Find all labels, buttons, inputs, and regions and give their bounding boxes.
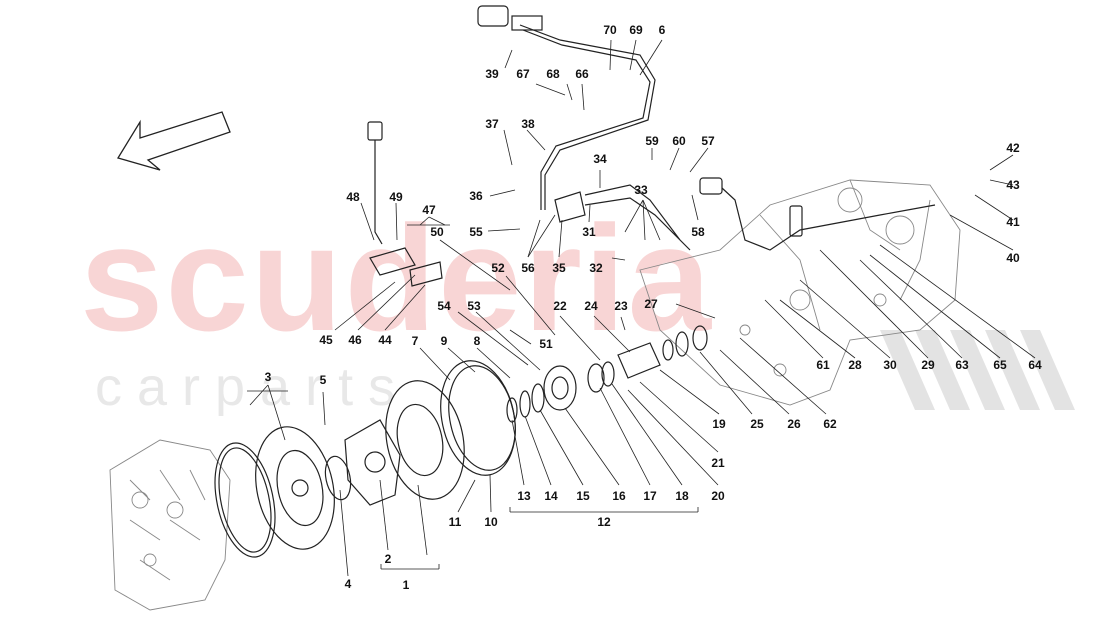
callout-55[interactable]: 55	[469, 225, 483, 239]
callout-37[interactable]: 37	[485, 117, 499, 131]
callout-38[interactable]: 38	[521, 117, 535, 131]
callout-34[interactable]: 34	[593, 152, 607, 166]
callout-11[interactable]: 11	[449, 515, 462, 529]
callout-8[interactable]: 8	[474, 334, 481, 348]
flywheel	[255, 426, 335, 550]
release-bearing	[543, 365, 577, 411]
callout-54[interactable]: 54	[437, 299, 451, 313]
slave-cylinder	[587, 325, 708, 393]
callout-3[interactable]: 3	[265, 370, 272, 384]
clutch-disc	[344, 419, 401, 506]
callout-67[interactable]: 67	[516, 67, 530, 81]
callout-47[interactable]: 47	[422, 203, 436, 217]
callout-40[interactable]: 40	[1006, 251, 1020, 265]
callout-29[interactable]: 29	[921, 358, 935, 372]
callout-52[interactable]: 52	[491, 261, 505, 275]
callout-18[interactable]: 18	[675, 489, 689, 503]
callout-16[interactable]: 16	[612, 489, 626, 503]
callout-21[interactable]: 21	[711, 456, 725, 470]
pressure-plate	[385, 380, 465, 500]
callout-49[interactable]: 49	[389, 190, 403, 204]
callout-19[interactable]: 19	[712, 417, 726, 431]
callout-66[interactable]: 66	[575, 67, 589, 81]
clutch-hub-plate	[324, 455, 352, 501]
callout-58[interactable]: 58	[691, 225, 705, 239]
callout-64[interactable]: 64	[1028, 358, 1042, 372]
callout-39[interactable]: 39	[485, 67, 499, 81]
callout-17[interactable]: 17	[643, 489, 657, 503]
callout-69[interactable]: 69	[629, 23, 643, 37]
callout-10[interactable]: 10	[484, 515, 498, 529]
callout-45[interactable]: 45	[319, 333, 333, 347]
callout-68[interactable]: 68	[546, 67, 560, 81]
callout-20[interactable]: 20	[711, 489, 725, 503]
callout-46[interactable]: 46	[348, 333, 362, 347]
callout-35[interactable]: 35	[552, 261, 566, 275]
callout-65[interactable]: 65	[993, 358, 1007, 372]
callout-70[interactable]: 70	[603, 23, 617, 37]
callout-60[interactable]: 60	[672, 134, 686, 148]
callout-13[interactable]: 13	[517, 489, 531, 503]
callout-22[interactable]: 22	[553, 299, 567, 313]
callout-6[interactable]: 6	[659, 23, 666, 37]
gearbox-housing	[639, 179, 961, 406]
callout-62[interactable]: 62	[823, 417, 837, 431]
callout-15[interactable]: 15	[576, 489, 590, 503]
callout-61[interactable]: 61	[816, 358, 830, 372]
callout-25[interactable]: 25	[750, 417, 764, 431]
callout-63[interactable]: 63	[955, 358, 969, 372]
callout-23[interactable]: 23	[614, 299, 628, 313]
callout-9[interactable]: 9	[441, 334, 448, 348]
callout-43[interactable]: 43	[1006, 178, 1020, 192]
callout-27[interactable]: 27	[644, 297, 658, 311]
leader-lines	[247, 39, 1036, 577]
callout-28[interactable]: 28	[848, 358, 862, 372]
speed-sensor-wire	[699, 177, 936, 251]
callout-56[interactable]: 56	[521, 261, 535, 275]
callout-26[interactable]: 26	[787, 417, 801, 431]
callout-31[interactable]: 31	[582, 225, 596, 239]
callout-42[interactable]: 42	[1006, 141, 1020, 155]
direction-arrow-icon	[116, 111, 231, 171]
callout-12[interactable]: 12	[597, 515, 611, 529]
clutch-housing-ring-gear	[440, 360, 516, 476]
callout-57[interactable]: 57	[701, 134, 715, 148]
callout-4[interactable]: 4	[345, 577, 352, 591]
callout-32[interactable]: 32	[589, 261, 603, 275]
engine-block	[109, 439, 231, 611]
watermark-sub: c a r p a r t s	[95, 357, 395, 417]
callout-2[interactable]: 2	[385, 552, 392, 566]
watermark-brand: scuderia	[80, 194, 713, 362]
watermark: scuderia c a r p a r t s	[80, 194, 1075, 417]
callout-5[interactable]: 5	[320, 373, 327, 387]
callout-30[interactable]: 30	[883, 358, 897, 372]
callout-1[interactable]: 1	[403, 578, 410, 592]
callout-41[interactable]: 41	[1006, 215, 1020, 229]
callout-50[interactable]: 50	[430, 225, 444, 239]
callout-labels: 1 2 3 4 5 6 7 8 9 10 11 12 13 14 15 16 1…	[265, 23, 1042, 592]
sensor-wire	[367, 121, 443, 287]
bracket-block	[554, 184, 691, 251]
hydraulic-hose	[477, 5, 656, 210]
callout-48[interactable]: 48	[346, 190, 360, 204]
callout-59[interactable]: 59	[645, 134, 659, 148]
callout-33[interactable]: 33	[634, 183, 648, 197]
callout-44[interactable]: 44	[378, 333, 392, 347]
callout-36[interactable]: 36	[469, 189, 483, 203]
watermark-stripes-icon	[880, 330, 1075, 410]
callout-14[interactable]: 14	[544, 489, 558, 503]
ring-gear	[214, 442, 276, 558]
callout-24[interactable]: 24	[584, 299, 598, 313]
callout-7[interactable]: 7	[412, 334, 419, 348]
callout-53[interactable]: 53	[467, 299, 481, 313]
callout-51[interactable]: 51	[539, 337, 553, 351]
